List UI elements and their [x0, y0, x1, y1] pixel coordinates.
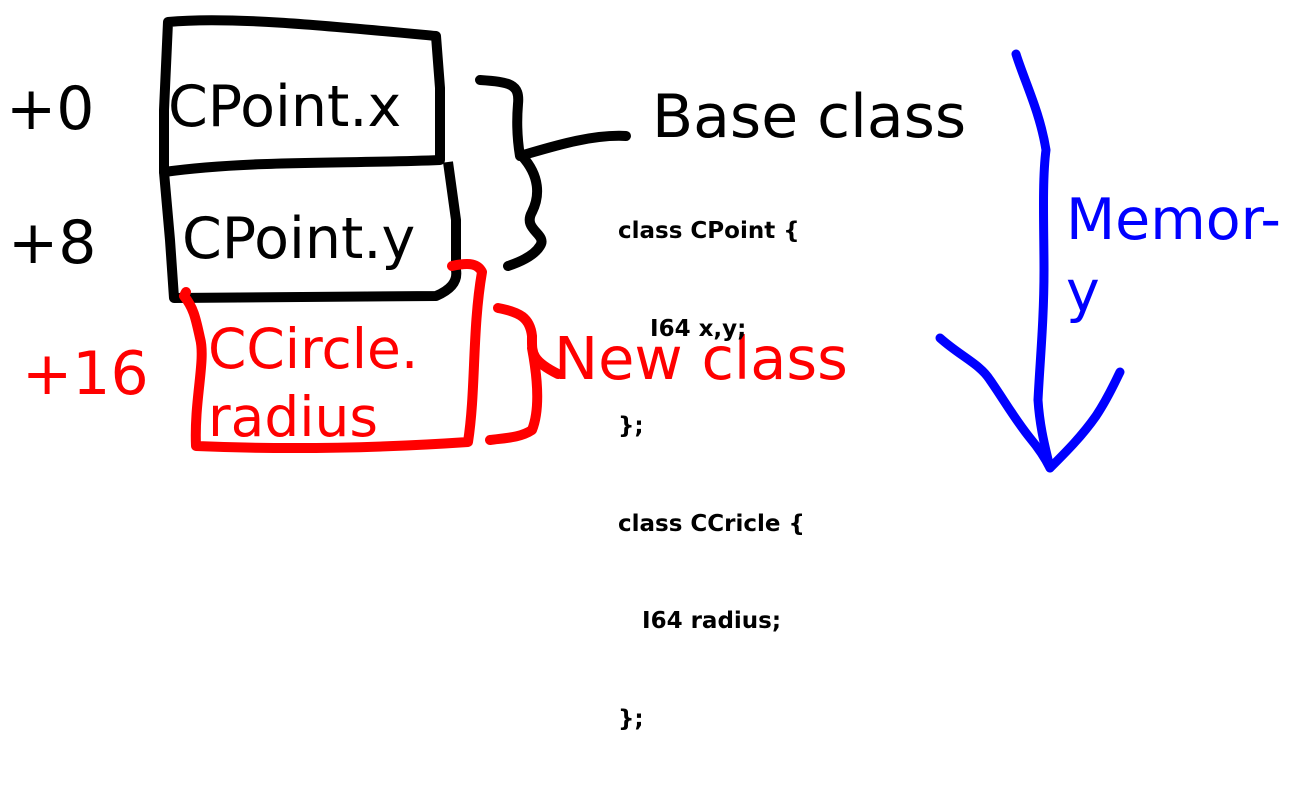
offset-16-label: +16 — [22, 339, 149, 409]
cpoint-x-box — [159, 15, 445, 177]
code-line: }; — [618, 705, 644, 732]
code-line: I64 x,y; — [618, 315, 747, 342]
base-class-brace — [475, 75, 631, 271]
memory-label-line2: y — [1066, 259, 1100, 325]
hand-drawn-strokes — [159, 15, 1125, 473]
field-cpoint-y: CPoint.y — [182, 206, 416, 272]
code-line: }; — [618, 413, 644, 439]
memory-arrow-shaft — [1011, 49, 1055, 473]
offset-8-label: +8 — [8, 208, 97, 278]
memory-layout-diagram: +0 +8 +16 CPoint.x CPoint.y CCircle. rad… — [6, 15, 1282, 732]
field-cpoint-x: CPoint.x — [168, 74, 402, 140]
ccircle-radius-box — [179, 259, 487, 454]
memory-label-line1: Memor- — [1066, 187, 1282, 253]
offset-0-label: +0 — [6, 74, 95, 144]
field-ccircle-radius-line2: radius — [208, 385, 379, 449]
memory-arrow-head — [935, 333, 1125, 473]
field-ccircle-radius-line1: CCircle. — [208, 317, 419, 381]
new-class-annotation: New class — [554, 324, 848, 393]
code-line: class CCricle { — [618, 510, 805, 537]
base-class-annotation: Base class — [652, 82, 967, 152]
class-definition-code: class CPoint { I64 x,y; }; class CCricle… — [618, 150, 805, 800]
code-line: I64 radius; — [618, 608, 782, 634]
code-line: class CPoint { — [618, 218, 800, 244]
new-class-brace — [485, 303, 563, 445]
